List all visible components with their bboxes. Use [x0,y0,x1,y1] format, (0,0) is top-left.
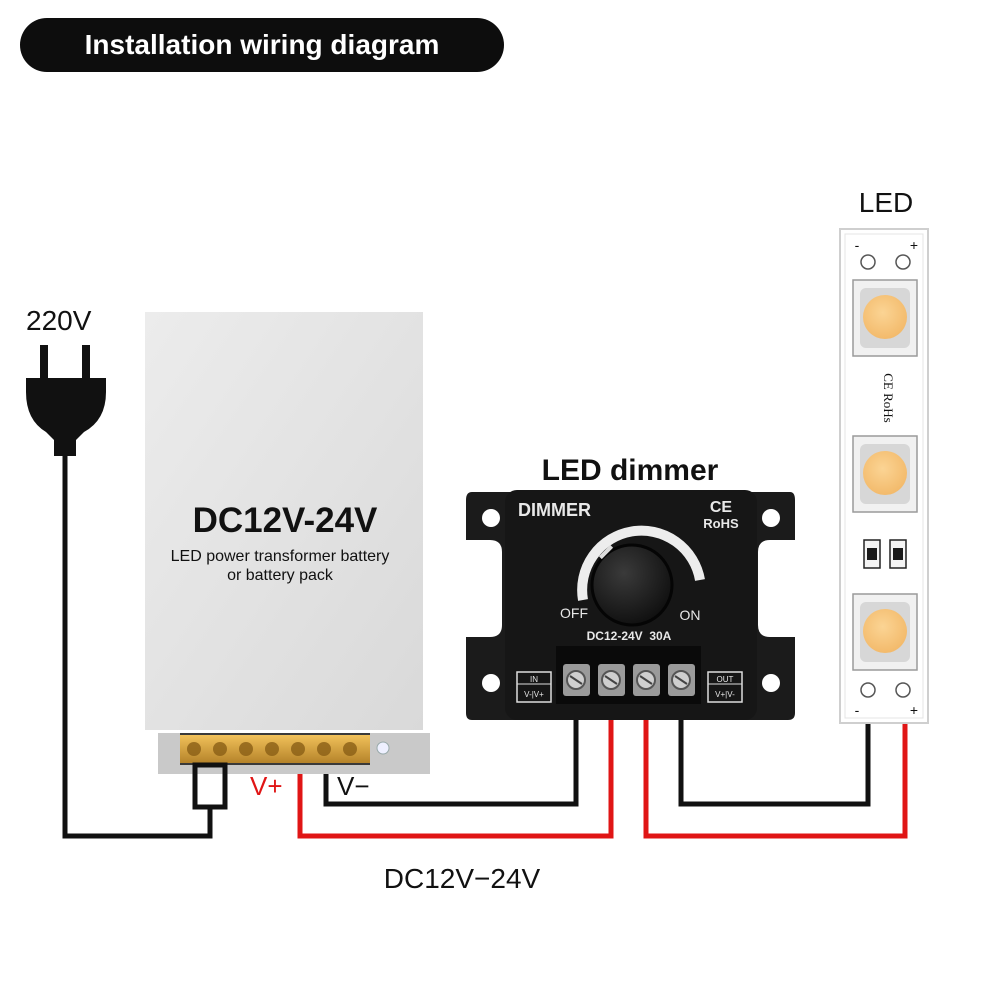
led-title: LED [859,187,913,218]
resistor-icon [863,539,881,569]
supply-voltage-label: DC12V−24V [384,863,541,894]
dimmer-in-terminals: V-|V+ [524,690,544,699]
led-plus-bottom: + [910,702,918,718]
dimmer-knob-icon [590,543,674,627]
dimmer-brand-label: DIMMER [518,500,591,520]
led-chip-icon [852,435,918,513]
dimmer-title: LED dimmer [542,454,719,487]
psu-voltage-title: DC12V-24V [193,501,378,540]
dimmer-out-terminals: V+|V- [715,690,735,699]
black-wires [62,456,871,839]
wire-mains-to-psu [62,456,213,839]
psu-vminus-label: V− [337,771,370,801]
wire-psu-vminus-to-dimmer-in [323,700,579,807]
led-chip-icon [852,593,918,671]
mains-plug-icon [26,345,106,456]
wire-psu-vplus-to-dimmer-in [297,700,614,839]
wire-dimmer-out-to-led-plus [643,696,908,839]
red-wires [297,696,908,839]
led-marking: CE RoHs [881,373,896,422]
dimmer-rohs-mark: RoHS [703,516,739,531]
title-banner: Installation wiring diagram [20,18,504,72]
led-strip [839,228,929,724]
resistor-icon [889,539,907,569]
dimmer-rating-label: DC12-24V 30A [587,629,672,643]
dimmer-screw-terminals [563,664,695,696]
dimmer-off-label: OFF [560,605,588,621]
dimmer-out-label: OUT [717,675,734,684]
dimmer-on-label: ON [680,607,701,623]
led-dimmer [466,490,795,720]
psu-description-line1: LED power transformer battery [171,548,390,565]
wire-dimmer-out-to-led-minus [678,696,871,807]
psu-description-line2: or battery pack [227,567,334,584]
dimmer-ce-mark: CE [710,499,733,516]
dimmer-in-label: IN [530,675,538,684]
led-minus-top: - [855,237,860,253]
psu-vplus-label: V+ [250,771,283,801]
led-plus-top: + [910,237,918,253]
led-minus-bottom: - [855,702,860,718]
led-chip-icon [852,279,918,357]
power-supply [145,312,430,810]
mains-voltage-label: 220V [26,305,92,336]
page-title: Installation wiring diagram [84,29,440,60]
